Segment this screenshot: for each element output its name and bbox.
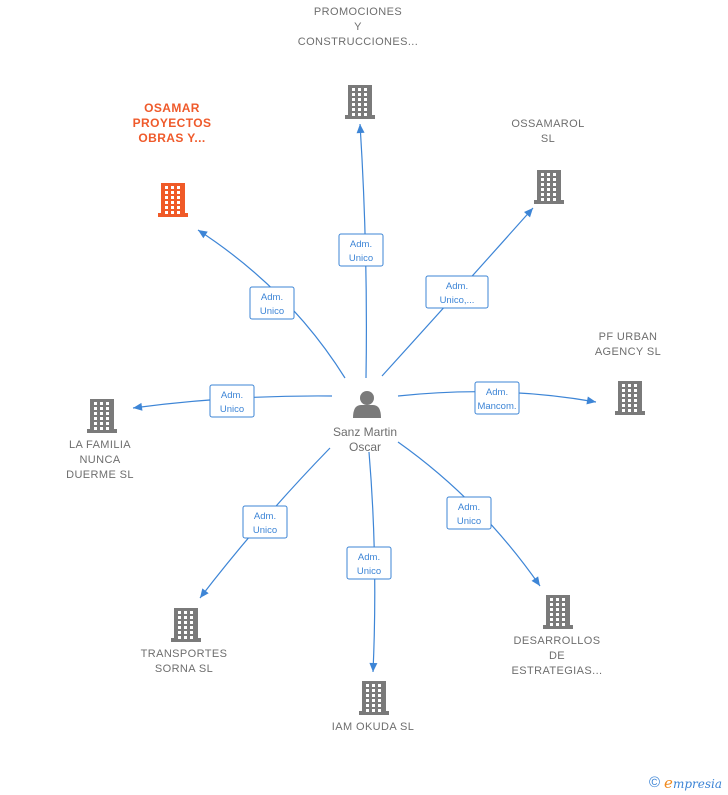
relation-label-line: Adm.: [350, 239, 372, 250]
company-label-la-familia[interactable]: LA FAMILIA: [69, 439, 131, 451]
relation-label-line: Adm.: [358, 552, 380, 563]
relation-label-line: Unico: [253, 525, 277, 536]
building-icon-la-familia[interactable]: [87, 399, 117, 433]
relation-label-line: Adm.: [458, 502, 480, 513]
person-name-label[interactable]: Oscar: [349, 440, 381, 454]
company-label-desarrollos[interactable]: DE: [549, 650, 565, 662]
company-label-desarrollos[interactable]: ESTRATEGIAS...: [512, 665, 603, 677]
arrow-head-ossamarol: [524, 208, 533, 218]
company-label-iam-okuda[interactable]: IAM OKUDA SL: [332, 721, 414, 733]
relation-badge-transportes[interactable]: Adm. Unico: [242, 505, 288, 539]
footer-brand: © empresia: [649, 775, 722, 791]
relation-label-line: Unico,...: [440, 295, 475, 306]
company-label-transportes[interactable]: TRANSPORTES: [141, 648, 228, 660]
company-label-transportes[interactable]: SORNA SL: [155, 663, 213, 675]
relation-badge-ossamarol[interactable]: Adm. Unico,...: [425, 275, 489, 309]
relation-label-line: Adm.: [486, 387, 508, 398]
building-icon-promociones[interactable]: [345, 85, 375, 119]
person-icon[interactable]: [353, 391, 381, 418]
copyright-icon: ©: [648, 774, 661, 791]
relation-label-line: Adm.: [221, 390, 243, 401]
company-label-desarrollos[interactable]: DESARROLLOS: [514, 635, 601, 647]
brand-name: mpresia: [672, 776, 722, 791]
company-label-la-familia[interactable]: DUERME SL: [66, 469, 134, 481]
relation-label-line: Unico: [260, 306, 284, 317]
arrow-head-desarrollos: [531, 576, 540, 586]
company-label-ossamarol[interactable]: OSSAMAROL: [511, 118, 584, 130]
relation-label-line: Adm.: [446, 281, 468, 292]
relation-badge-la-familia[interactable]: Adm. Unico: [209, 384, 255, 418]
relation-label-line: Adm.: [261, 292, 283, 303]
relation-label-line: Unico: [349, 253, 373, 264]
company-label-osamar[interactable]: OBRAS Y...: [138, 131, 205, 145]
building-icon-transportes[interactable]: [171, 608, 201, 642]
brand-logo[interactable]: empresia: [664, 775, 722, 792]
building-icon-pf-urban[interactable]: [615, 381, 645, 415]
arrow-head-promociones: [356, 124, 365, 134]
arrow-head-la-familia: [133, 402, 143, 411]
relation-badge-promociones[interactable]: Adm. Unico: [338, 233, 384, 267]
arrow-head-pf-urban: [586, 396, 596, 405]
building-icon-desarrollos[interactable]: [543, 595, 573, 629]
company-label-osamar[interactable]: PROYECTOS: [133, 116, 212, 130]
company-label-promociones[interactable]: CONSTRUCCIONES...: [298, 36, 418, 48]
company-label-promociones[interactable]: PROMOCIONES: [314, 6, 402, 18]
company-label-la-familia[interactable]: NUNCA: [79, 454, 120, 466]
brand-initial: e: [664, 773, 673, 792]
relation-label-line: Mancom.: [477, 401, 516, 412]
company-label-pf-urban[interactable]: PF URBAN: [599, 331, 658, 343]
company-label-osamar[interactable]: OSAMAR: [144, 101, 200, 115]
company-label-promociones[interactable]: Y: [354, 21, 362, 33]
arrow-head-iam-okuda: [369, 662, 378, 672]
relation-label-line: Adm.: [254, 511, 276, 522]
company-label-pf-urban[interactable]: AGENCY SL: [595, 346, 661, 358]
relation-label-line: Unico: [220, 404, 244, 415]
relation-badge-desarrollos[interactable]: Adm. Unico: [446, 496, 492, 530]
company-label-ossamarol[interactable]: SL: [541, 133, 555, 145]
arrow-head-osamar: [198, 230, 208, 239]
person-name-label[interactable]: Sanz Martin: [333, 425, 397, 439]
building-icon-osamar[interactable]: [158, 183, 188, 217]
relation-label-line: Unico: [457, 516, 481, 527]
relation-badge-osamar[interactable]: Adm. Unico: [249, 286, 295, 320]
relation-badge-iam-okuda[interactable]: Adm. Unico: [346, 546, 392, 580]
building-icon-ossamarol[interactable]: [534, 170, 564, 204]
building-icon-iam-okuda[interactable]: [359, 681, 389, 715]
relation-label-line: Unico: [357, 566, 381, 577]
relation-badge-pf-urban[interactable]: Adm. Mancom.: [474, 381, 520, 415]
arrow-head-transportes: [200, 588, 209, 598]
